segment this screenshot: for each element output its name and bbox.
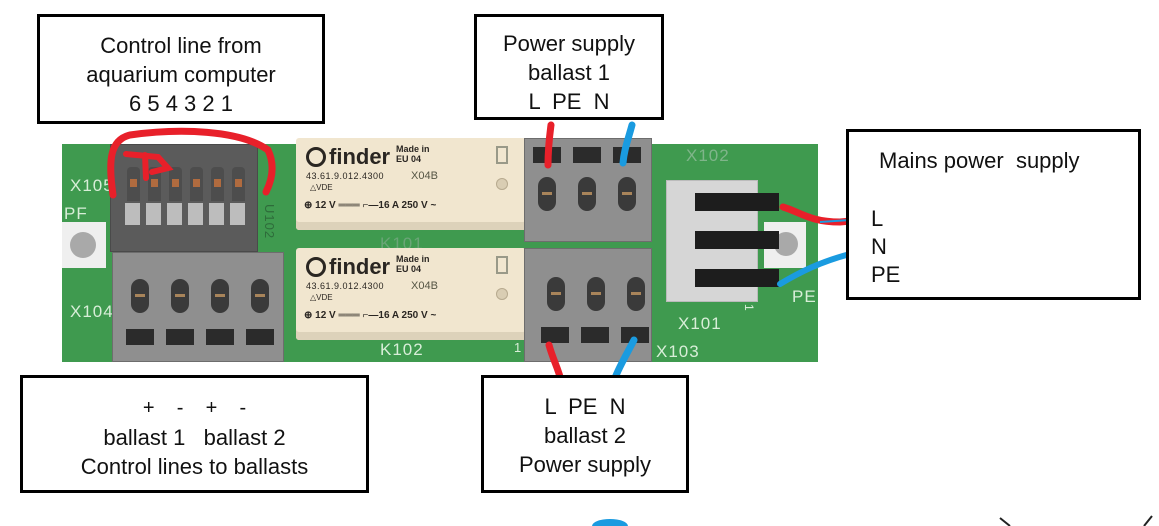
wire-ballast2-neutral	[611, 336, 638, 382]
relay-part-number: 43.61.9.012.4300	[306, 171, 385, 181]
wire-mains-neutral	[777, 251, 853, 287]
mains-title: Mains power supply	[879, 148, 1080, 173]
vde-mark-icon: △VDE	[310, 293, 333, 302]
label-x102: X102	[686, 146, 730, 165]
partial-stroke-artifact	[999, 515, 1153, 526]
connector-x105	[110, 144, 258, 252]
relay-pin	[496, 256, 508, 274]
relay-brand: finder	[306, 254, 390, 280]
finder-logo-icon	[306, 147, 326, 167]
mains-terminal-pe: PE	[871, 262, 901, 287]
label-pin1-b: 1	[742, 304, 756, 312]
relay-batch: X04B	[411, 170, 438, 182]
mounting-pad-left	[62, 222, 106, 268]
label-pf: PF	[64, 204, 88, 223]
label-k102: K102	[380, 340, 424, 359]
label-x104: X104	[70, 302, 114, 321]
pcb-board: X105 PF X104 X102 X101 X103 PE K101 K102…	[62, 138, 818, 362]
callout-ballast1-power: Power supply ballast 1 L PE N	[474, 14, 664, 120]
label-pin1-a: 1	[514, 340, 523, 355]
callout-control-in: Control line from aquarium computer 6 5 …	[37, 14, 325, 124]
label-x105: X105	[70, 176, 114, 195]
relay-part-number: 43.61.9.012.4300	[306, 281, 385, 291]
relay-rating: ⊕ 12 V ═══ ⌐—16 A 250 V ~	[304, 200, 437, 211]
wire-ballast1-neutral	[619, 121, 636, 167]
vde-mark-icon: △VDE	[310, 183, 333, 192]
label-pe: PE	[792, 287, 817, 306]
callout-ballast2-power: L PE N ballast 2 Power supply	[481, 375, 689, 493]
label-u102: U102	[262, 204, 277, 240]
terminal-block-x104	[112, 252, 284, 362]
terminal-block-x103	[524, 248, 652, 362]
mains-terminal-n: N	[871, 234, 887, 259]
control-line-bracket	[107, 127, 276, 199]
callout-mains: Mains power supply L N PE	[846, 129, 1141, 300]
relay-rating: ⊕ 12 V ═══ ⌐—16 A 250 V ~	[304, 310, 437, 321]
relay-pin	[496, 146, 508, 164]
control-line-tick	[123, 151, 174, 181]
label-x101: X101	[678, 314, 722, 333]
finder-logo-icon	[306, 257, 326, 277]
blue-blob-artifact	[592, 519, 628, 526]
relay-batch: X04B	[411, 280, 438, 292]
connector-x101	[666, 180, 779, 302]
wire-ballast1-live	[544, 121, 555, 169]
callout-control-out: + - + - ballast 1 ballast 2 Control line…	[20, 375, 369, 493]
label-x103: X103	[656, 342, 700, 361]
wire-mains-live	[779, 203, 866, 226]
relay-brand: finder	[306, 144, 390, 170]
mains-terminal-l: L	[871, 206, 884, 231]
